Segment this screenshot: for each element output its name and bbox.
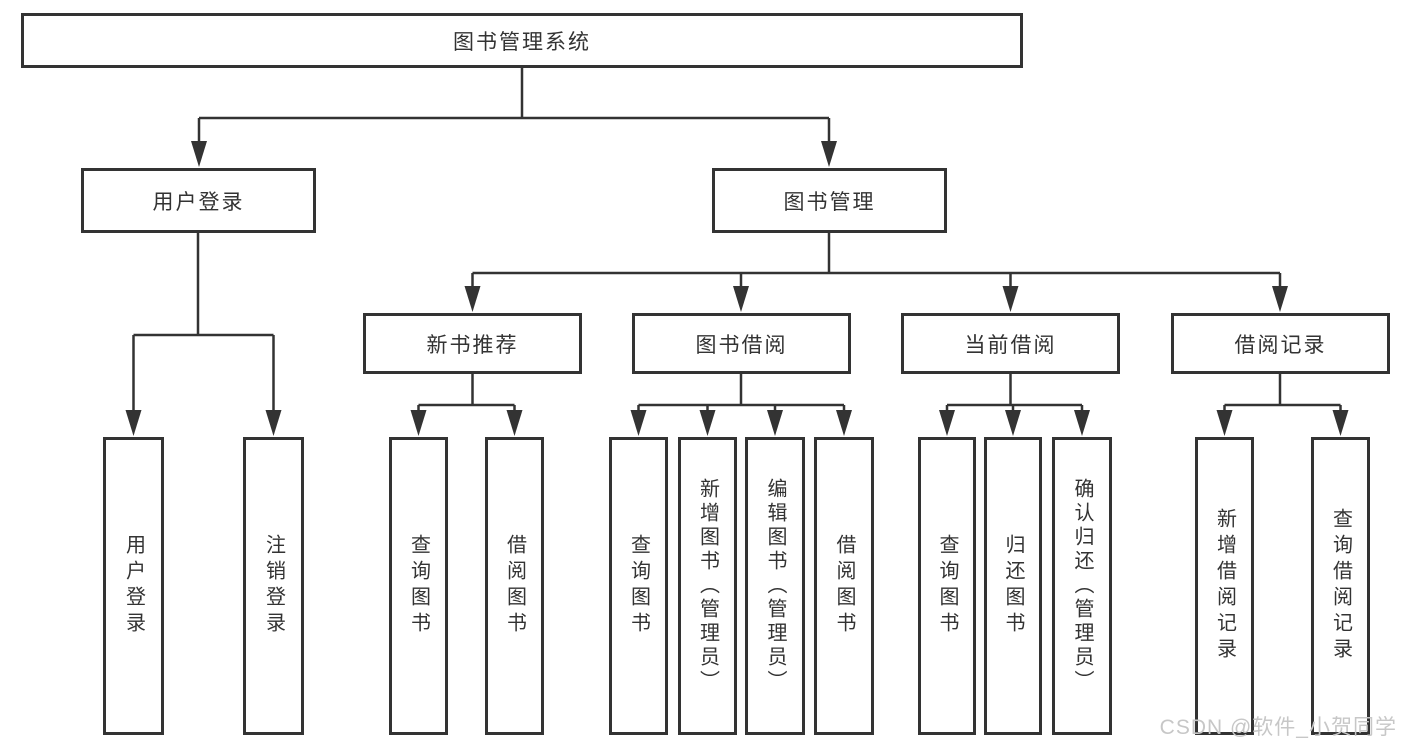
leaf-bb-query-books: 查询图书 — [609, 437, 668, 735]
arrowhead — [1216, 410, 1233, 436]
node-borrow-records: 借阅记录 — [1171, 313, 1390, 374]
leaf-cb-return-books: 归还图书 — [984, 437, 1042, 735]
arrowheads — [125, 141, 1349, 436]
leaf-br-query-record: 查询借阅记录 — [1311, 437, 1370, 735]
arrowhead — [1002, 286, 1019, 312]
arrowhead — [1074, 410, 1090, 436]
arrowhead — [464, 286, 481, 312]
leaf-br-add-record: 新增借阅记录 — [1195, 437, 1254, 735]
arrowhead — [265, 410, 282, 436]
leaf-cb-query-books: 查询图书 — [918, 437, 976, 735]
leaf-logout: 注销登录 — [243, 437, 304, 735]
leaf-cb-confirm-return-admin: 确认归还（管理员） — [1052, 437, 1112, 735]
node-user-login: 用户登录 — [81, 168, 316, 233]
node-book-borrow: 图书借阅 — [632, 313, 851, 374]
arrowhead — [939, 410, 955, 436]
watermark-text: CSDN @软件_小贺同学 — [1159, 716, 1397, 739]
arrowhead — [630, 410, 647, 436]
arrowhead — [733, 286, 749, 312]
node-root: 图书管理系统 — [21, 13, 1023, 68]
arrowhead — [191, 141, 207, 167]
node-new-book-recommend: 新书推荐 — [363, 313, 582, 374]
arrowhead — [836, 410, 852, 436]
arrowhead — [821, 141, 837, 167]
leaf-bb-add-books-admin: 新增图书（管理员） — [678, 437, 737, 735]
leaf-nb-borrow-books: 借阅图书 — [485, 437, 544, 735]
arrowhead — [699, 410, 716, 436]
arrowhead — [1272, 286, 1288, 312]
arrowhead — [410, 410, 427, 436]
leaf-user-login: 用户登录 — [103, 437, 164, 735]
leaf-bb-borrow-books: 借阅图书 — [814, 437, 874, 735]
arrowhead — [1005, 410, 1021, 436]
leaf-bb-edit-books-admin: 编辑图书（管理员） — [745, 437, 805, 735]
node-current-borrow: 当前借阅 — [901, 313, 1120, 374]
arrowhead — [767, 410, 783, 436]
arrowhead — [506, 410, 523, 436]
arrowhead — [125, 410, 142, 436]
node-book-management: 图书管理 — [712, 168, 947, 233]
arrowhead — [1332, 410, 1349, 436]
leaf-nb-query-books: 查询图书 — [389, 437, 448, 735]
